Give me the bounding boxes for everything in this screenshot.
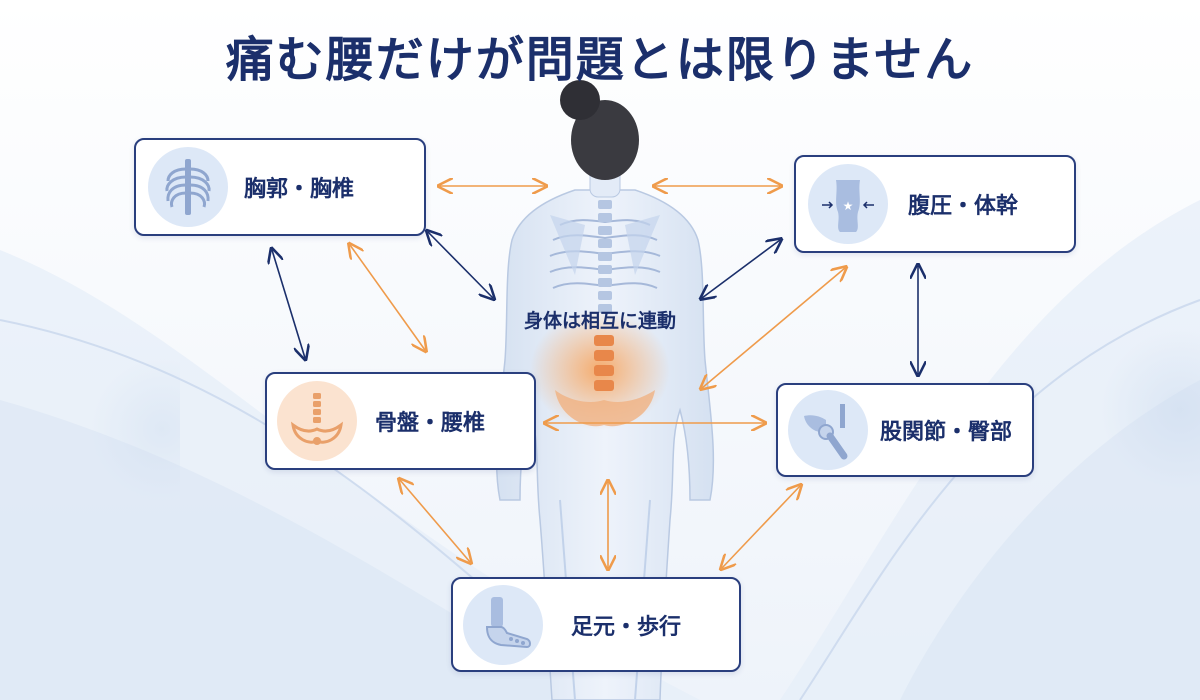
foot-icon — [463, 584, 543, 665]
card-foot: 足元・歩行 — [451, 577, 741, 672]
hip-joint-icon — [788, 390, 868, 470]
arrow-abdomen-label — [702, 240, 780, 298]
card-pelvis-label: 骨盤・腰椎 — [375, 411, 486, 436]
center-label: 身体は相互に連動 — [523, 310, 676, 332]
card-pelvis: 骨盤・腰椎 — [265, 372, 536, 470]
ribcage-icon — [148, 147, 228, 227]
card-chest: 胸郭・胸椎 — [134, 138, 426, 236]
card-chest-label: 胸郭・胸椎 — [244, 177, 355, 202]
torso-icon: ★ — [808, 164, 888, 244]
card-abdomen: ★ 腹圧・体幹 — [794, 155, 1076, 253]
card-hip: 股関節・臀部 — [776, 383, 1034, 477]
arrow-pelvis-foot — [400, 480, 470, 562]
arrow-chest-label — [428, 232, 493, 298]
arrow-chest-pelvis — [272, 250, 305, 358]
svg-text:★: ★ — [843, 199, 854, 213]
card-foot-label: 足元・歩行 — [571, 614, 682, 640]
pelvis-icon — [277, 381, 357, 461]
arrow-hip-foot — [722, 486, 800, 568]
arrow-chest-pelvis-orange — [350, 245, 425, 350]
arrow-abdomen-lumbar — [702, 268, 845, 388]
page-title: 痛む腰だけが問題とは限りません — [225, 32, 975, 88]
card-abdomen-label: 腹圧・体幹 — [908, 194, 1019, 219]
card-hip-label: 股関節・臀部 — [880, 420, 1013, 445]
